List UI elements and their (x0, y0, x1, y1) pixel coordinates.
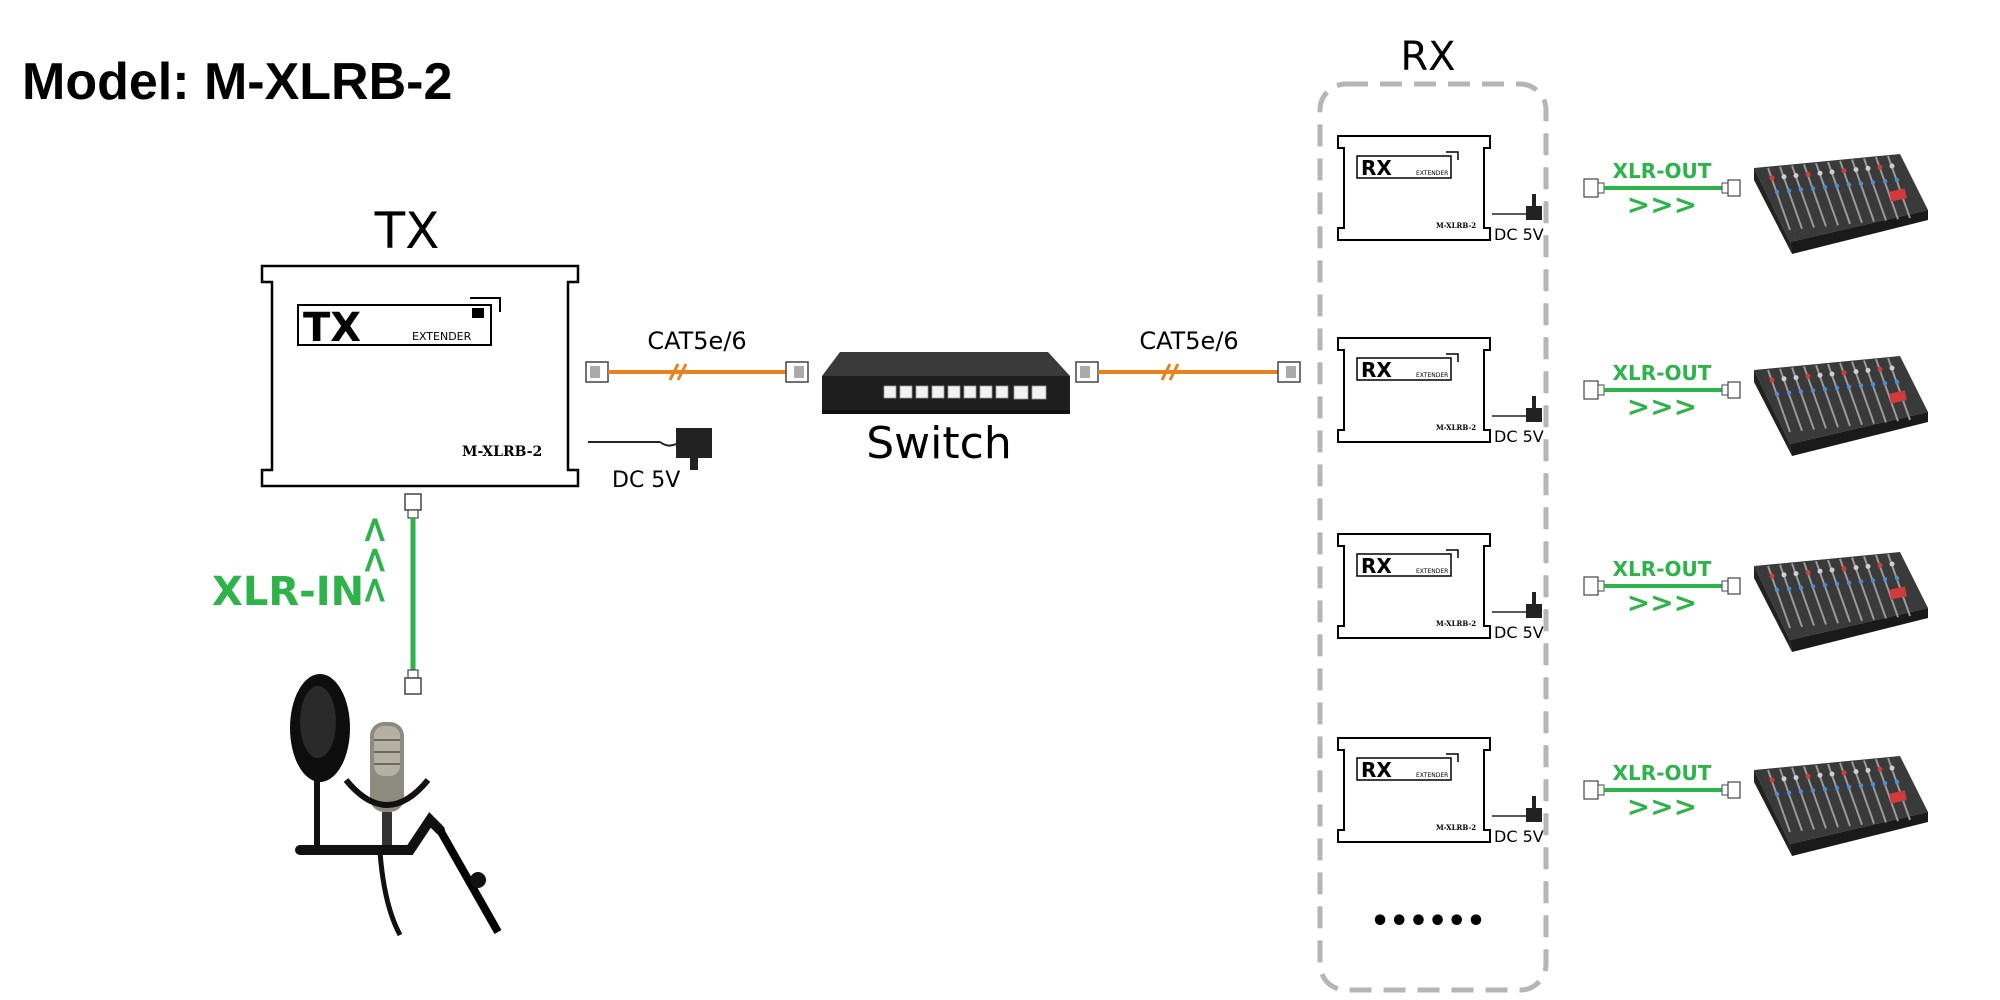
switch-label: Switch (866, 418, 1011, 469)
rx-badge-text: RX (1361, 156, 1392, 180)
switch-port (915, 385, 929, 399)
rx-unit-row: RX EXTENDER M-XLRB-2 DC 5V XLR-OUT >>> (1337, 135, 1928, 254)
switch-port (899, 385, 913, 399)
audio-mixer-icon (1754, 154, 1928, 254)
rx-group-frame (1317, 81, 1549, 993)
rx-xlr-output-cable (1583, 380, 1741, 400)
microphone-icon (290, 674, 502, 937)
xlr-out-arrows: >>> (1627, 188, 1697, 221)
tx-xlr-input-cable (404, 493, 422, 695)
right-cable-label: CAT5e/6 (1139, 327, 1238, 355)
rx-badge-text: RX (1361, 758, 1392, 782)
xlr-out-label: XLR-OUT (1613, 361, 1712, 385)
left-cable-label: CAT5e/6 (647, 327, 746, 355)
rx-power-adapter-icon (1492, 194, 1542, 220)
xlr-out-label: XLR-OUT (1613, 761, 1712, 785)
tx-model: M-XLRB-2 (462, 444, 542, 460)
rx-badge-text: RX (1361, 554, 1392, 578)
rx-power-adapter-icon (1492, 396, 1542, 422)
switch-port (883, 385, 897, 399)
rx-badge (1356, 155, 1452, 179)
rx-badge (1356, 757, 1452, 781)
rx-model: M-XLRB-2 (1436, 423, 1476, 432)
rx-power-label: DC 5V (1494, 623, 1544, 642)
xlr-out-arrows: >>> (1627, 790, 1697, 823)
xlr-out-label: XLR-OUT (1613, 557, 1712, 581)
rx-badge-sub: EXTENDER (1416, 372, 1448, 379)
tx-badge-sub: EXTENDER (412, 330, 472, 343)
right-cat-cable (1075, 361, 1301, 383)
rx-model: M-XLRB-2 (1436, 221, 1476, 230)
switch-port (947, 385, 961, 399)
rx-power-adapter-icon (1492, 592, 1542, 618)
rx-xlr-output-cable (1583, 178, 1741, 198)
switch-port (931, 385, 945, 399)
xlr-out-label: XLR-OUT (1613, 159, 1712, 183)
rx-power-label: DC 5V (1494, 827, 1544, 846)
audio-mixer-icon (1754, 552, 1928, 652)
left-cat-cable (585, 361, 809, 383)
switch-uplink-port (1031, 385, 1047, 400)
switch-uplink-port (1013, 385, 1029, 400)
tx-badge-text: TX (303, 305, 361, 351)
rx-model: M-XLRB-2 (1436, 823, 1476, 832)
rx-units: RX EXTENDER M-XLRB-2 DC 5V XLR-OUT >>> RX EXTEN… (1337, 135, 1928, 856)
tx-label: TX (374, 202, 440, 260)
rx-xlr-output-cable (1583, 576, 1741, 596)
rx-badge-text: RX (1361, 358, 1392, 382)
rx-unit-row: RX EXTENDER M-XLRB-2 DC 5V XLR-OUT >>> (1337, 533, 1928, 652)
rx-power-label: DC 5V (1494, 427, 1544, 446)
xlr-in-label: XLR-IN (212, 569, 364, 615)
rx-more-dots: •••••• (1370, 904, 1485, 939)
rx-unit-row: RX EXTENDER M-XLRB-2 DC 5V XLR-OUT >>> (1337, 737, 1928, 856)
xlr-in-arrows: >>> (354, 515, 395, 606)
page-title: Model: M-XLRB-2 (22, 53, 453, 111)
audio-mixer-icon (1754, 756, 1928, 856)
switch-port (979, 385, 993, 399)
switch-port (995, 385, 1009, 399)
xlr-out-arrows: >>> (1627, 586, 1697, 619)
tx-unit: TX EXTENDER M-XLRB-2 (260, 264, 580, 488)
rx-badge-sub: EXTENDER (1416, 772, 1448, 779)
tx-badge (297, 304, 492, 346)
rx-label: RX (1400, 34, 1455, 80)
tx-power-adapter-icon (588, 428, 712, 470)
switch-port (963, 385, 977, 399)
tx-power-label: DC 5V (612, 468, 680, 493)
rx-badge-sub: EXTENDER (1416, 568, 1448, 575)
rx-badge (1356, 357, 1452, 381)
network-switch-icon (822, 352, 1070, 414)
rx-model: M-XLRB-2 (1436, 619, 1476, 628)
rx-power-label: DC 5V (1494, 225, 1544, 244)
rx-unit-row: RX EXTENDER M-XLRB-2 DC 5V XLR-OUT >>> (1337, 337, 1928, 456)
rx-xlr-output-cable (1583, 780, 1741, 800)
rx-badge-sub: EXTENDER (1416, 170, 1448, 177)
switch-ports (883, 385, 1047, 400)
rx-power-adapter-icon (1492, 796, 1542, 822)
rx-badge (1356, 553, 1452, 577)
xlr-out-arrows: >>> (1627, 390, 1697, 423)
audio-mixer-icon (1754, 356, 1928, 456)
